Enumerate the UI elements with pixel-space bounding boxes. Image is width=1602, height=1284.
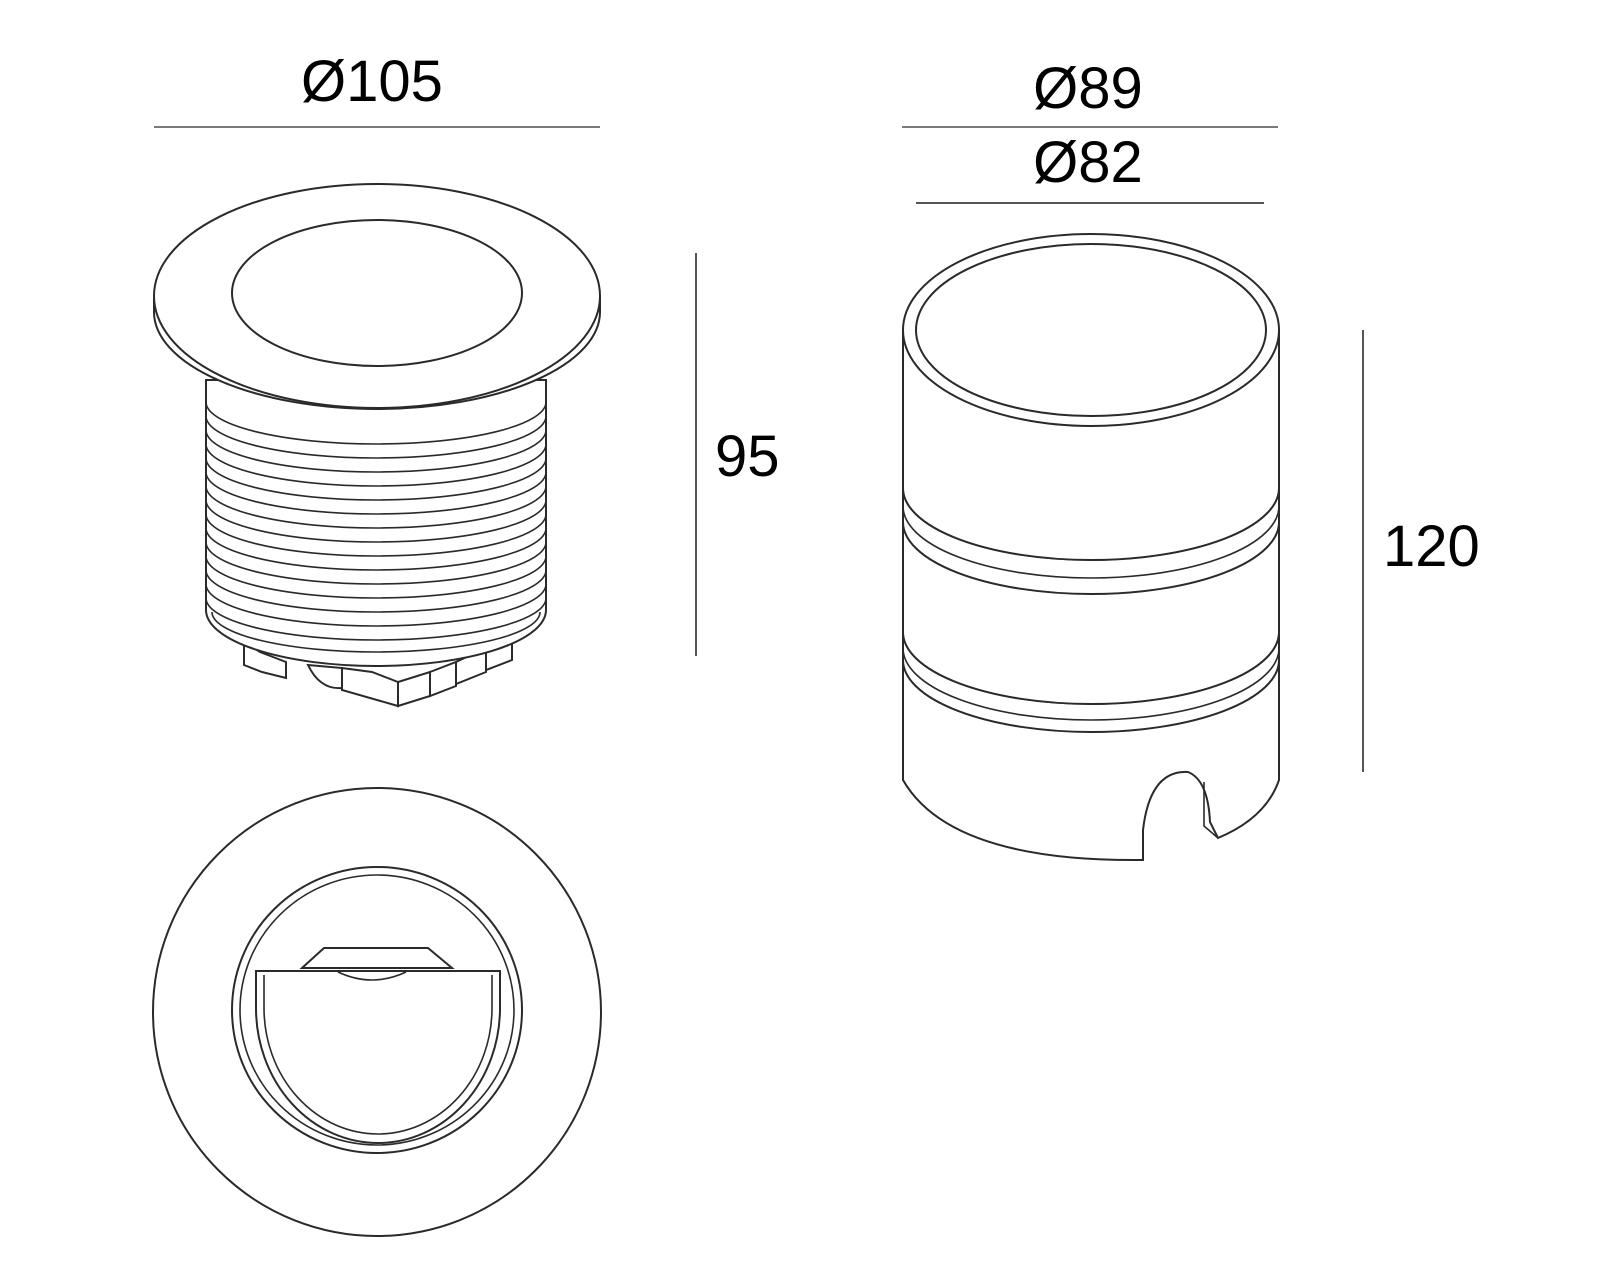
fixture-height-label: 95 — [715, 424, 780, 489]
fixture-front-view — [152, 787, 602, 1237]
fixture-connector-pins — [243, 638, 513, 708]
fixture-lens — [231, 219, 523, 367]
fixture-threaded-body — [205, 379, 547, 667]
front-view-recess-inner — [239, 874, 515, 1146]
housing-outer-diameter-label: Ø89 — [1033, 56, 1143, 121]
housing-slot-edge — [1203, 782, 1219, 839]
fixture-diameter-label: Ø105 — [301, 49, 443, 114]
housing-top-opening — [915, 243, 1267, 417]
installation-housing-view: Ø89 Ø82 — [902, 56, 1280, 862]
fixture-height-dimension: 95 — [695, 253, 780, 656]
fixture-perspective-view: Ø105 — [153, 49, 601, 708]
housing-inner-diameter-label: Ø82 — [1033, 130, 1143, 195]
front-view-led-housing — [299, 947, 455, 969]
fixture-thread-lines — [205, 401, 547, 653]
front-view-led-lens — [337, 971, 407, 981]
front-view-eyelid-shade — [255, 970, 501, 1144]
housing-height-dimension: 120 — [1362, 330, 1480, 772]
housing-height-label: 120 — [1383, 514, 1480, 579]
